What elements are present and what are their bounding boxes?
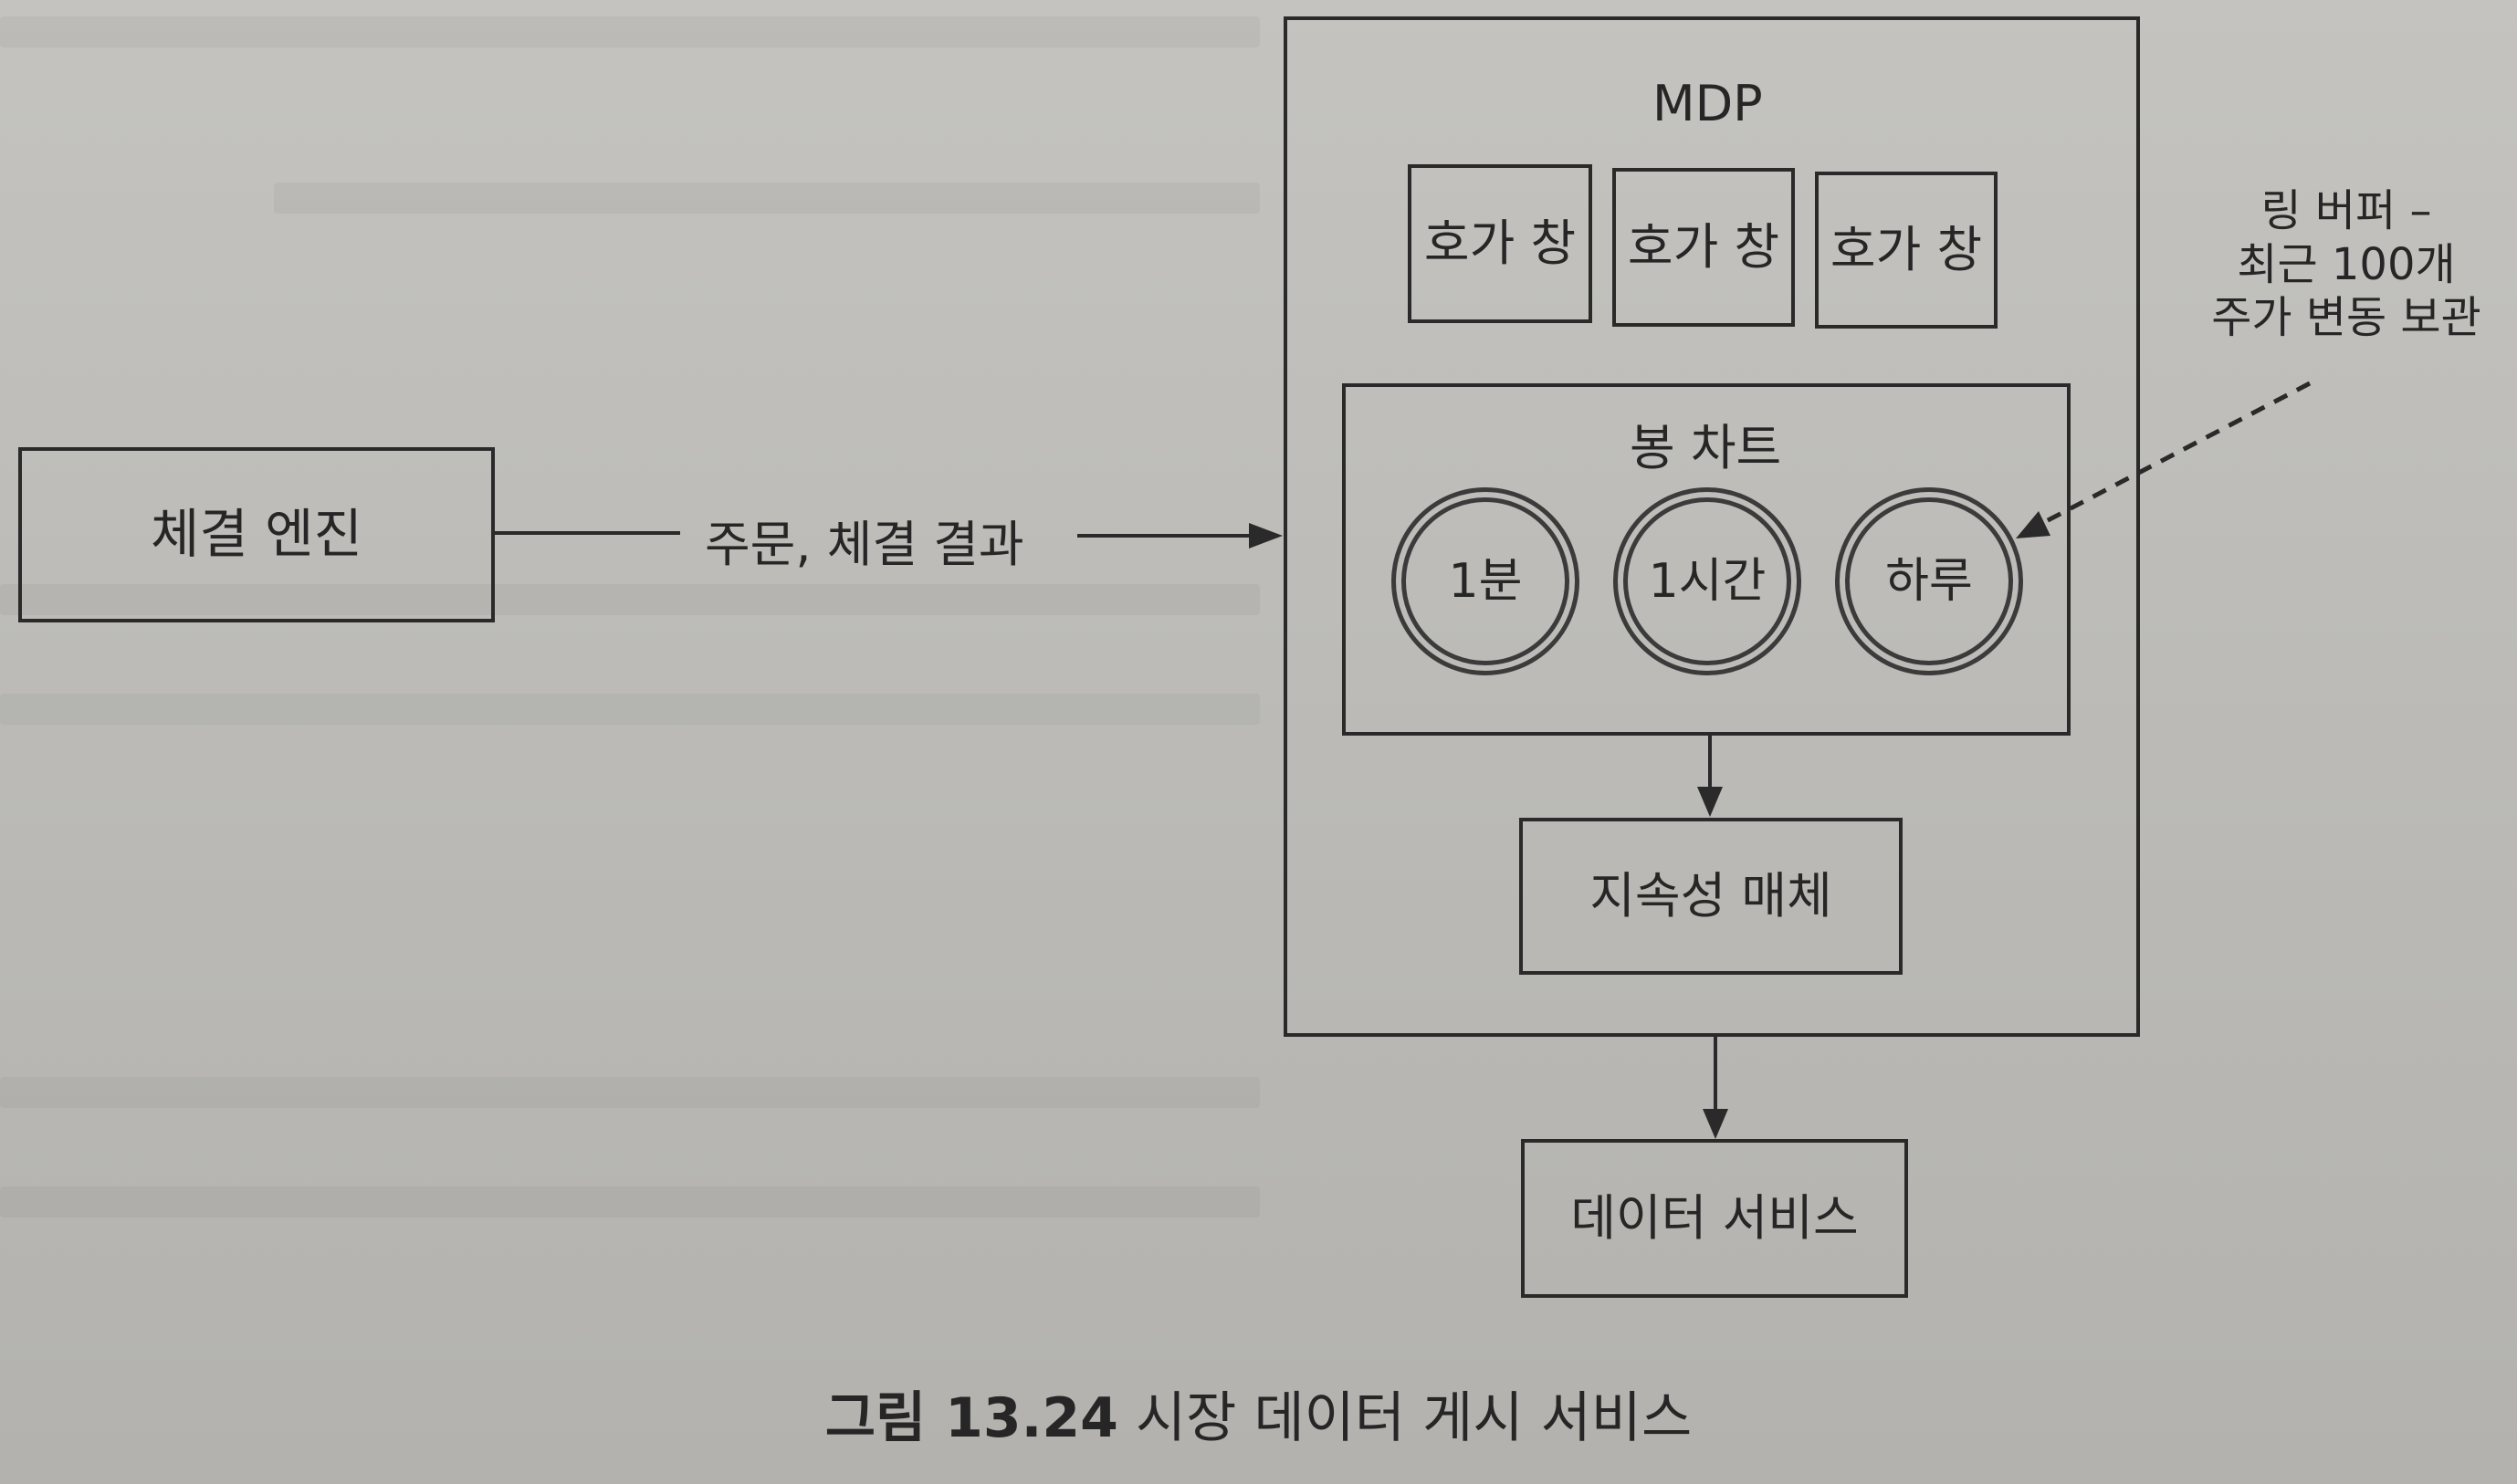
interval-1hour-label: 1시간 [1648,553,1767,609]
data-service-node: 데이터 서비스 [1521,1139,1908,1298]
bleed-through-text [0,1077,1260,1108]
mdp-container [1284,16,2140,1037]
interval-1hour-circle: 1시간 [1613,487,1801,675]
bleed-through-text [0,1186,1260,1218]
data-service-node-label: 데이터 서비스 [1570,1188,1859,1247]
persistence-node-label: 지속성 매체 [1589,866,1832,925]
mdp-title: MDP [1652,75,1763,132]
annotation-pointer-arrowhead [2016,511,2050,538]
order-book-2: 호가 창 [1612,168,1795,327]
persistence-node: 지속성 매체 [1519,818,1903,975]
candlestick-container [1342,383,2071,736]
edge-engine-to-mdp-label: 주문, 체결 결과 [705,516,1024,573]
edge-engine-to-mdp-arrowhead [1249,523,1283,549]
order-book-2-label: 호가 창 [1627,217,1780,276]
figure-caption: 그림 13.24 시장 데이터 게시 서비스 [0,1374,2517,1453]
order-book-3: 호가 창 [1815,172,1998,329]
interval-1min-label: 1분 [1448,553,1523,609]
order-book-3-label: 호가 창 [1830,220,1983,278]
figure-title: 시장 데이터 게시 서비스 [1135,1386,1693,1450]
engine-node-label: 체결 엔진 [151,503,362,566]
annotation-line-2: 최근 100개 [2237,238,2456,290]
annotation-line-1: 링 버퍼 – [2260,185,2432,236]
interval-1min-circle: 1분 [1391,487,1579,675]
annotation-line-3: 주가 변동 보관 [2211,292,2481,344]
bleed-through-text [0,694,1260,725]
edge-candlestick-to-persistence-arrowhead [1697,787,1723,817]
candlestick-title: 봉 차트 [1630,419,1782,476]
order-book-1: 호가 창 [1408,164,1592,323]
edge-mdp-to-data-service-arrowhead [1703,1109,1728,1139]
order-book-1-label: 호가 창 [1423,214,1577,272]
bleed-through-text [0,16,1260,47]
interval-1day-label: 하루 [1885,553,1973,609]
bleed-through-text [274,183,1260,214]
interval-1day-circle: 하루 [1835,487,2023,675]
figure-number: 그림 13.24 [824,1386,1118,1450]
annotation-pointer-line [2032,381,2312,530]
bleed-through-text [0,584,1260,615]
ring-buffer-annotation: 링 버퍼 – 최근 100개 주가 변동 보관 [2191,184,2501,345]
engine-node: 체결 엔진 [18,447,495,622]
